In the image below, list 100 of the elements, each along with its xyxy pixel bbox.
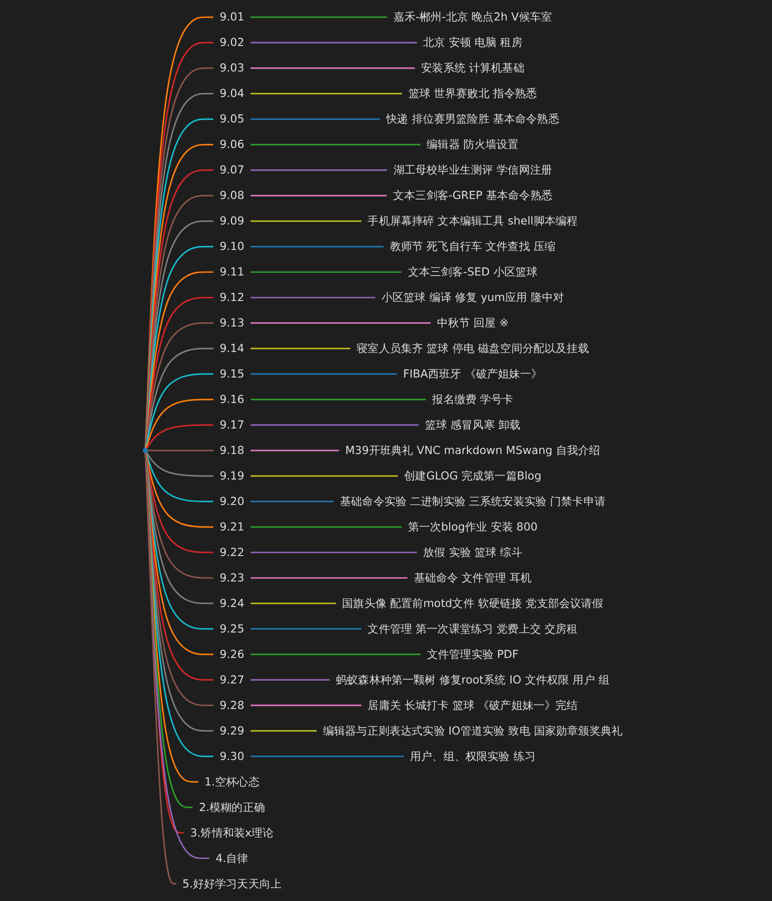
- node-text: 3.矫情和装x理论: [190, 826, 274, 840]
- node-text: 9.03: [219, 61, 244, 75]
- node-text: 用户、组、权限实验 练习: [410, 750, 536, 763]
- node-text: 9.20: [219, 494, 244, 508]
- node-text: 5.好好学习天天向上: [182, 876, 282, 890]
- connector: [250, 704, 362, 706]
- node-text: 9.30: [219, 750, 244, 763]
- node-text: 创建GLOG 完成第一篇Blog: [404, 469, 542, 482]
- node-text: 9.05: [219, 112, 244, 126]
- connector: [250, 16, 388, 18]
- connector: [144, 348, 214, 450]
- connector: [250, 602, 336, 604]
- node-text: 9.09: [219, 214, 244, 228]
- node-text: 9.13: [219, 316, 244, 330]
- node-text: 9.22: [219, 546, 244, 559]
- node-text: 9.10: [219, 240, 244, 254]
- node-text: 篮球 世界赛败北 指令熟悉: [408, 86, 538, 100]
- node-text: 1.空杯心态: [204, 775, 260, 788]
- node-text: 9.16: [219, 392, 244, 406]
- node-text: 9.29: [219, 724, 244, 738]
- connector: [144, 398, 214, 450]
- node-text: 9.06: [219, 138, 244, 152]
- connector: [145, 424, 214, 450]
- node-text: 蚂蚁森林种第一颗树 修复root系统 IO 文件权限 用户 组: [336, 673, 610, 686]
- node-text: 9.26: [219, 648, 244, 661]
- node-text: M39开班典礼 VNC markdown MSwang 自我介绍: [345, 444, 600, 457]
- connector: [144, 373, 214, 450]
- connector: [250, 577, 408, 579]
- node-text: 教师节 死飞自行车 文件查找 压缩: [390, 240, 556, 254]
- node-text: FIBA西班牙 《破产姐妹一》: [402, 367, 542, 380]
- node-text: 放假 实验 篮球 综斗: [422, 546, 522, 559]
- node-text: 9.19: [219, 469, 244, 482]
- connector: [250, 398, 426, 400]
- node-text: 安装系统 计算机基础: [420, 61, 524, 75]
- connector: [144, 452, 176, 885]
- node-text: 第一次blog作业 安装 800: [408, 520, 538, 534]
- node-circle: [142, 448, 148, 454]
- connector: [250, 194, 387, 196]
- node-text: 文件管理实验 PDF: [426, 648, 518, 661]
- node-text: 文件管理 第一次课堂练习 党费上交 交房租: [368, 622, 578, 636]
- node-text: 9.15: [219, 367, 244, 380]
- node-text: 9.01: [219, 10, 244, 24]
- node-text: 快递 排位赛男篮险胜 基本命令熟悉: [386, 112, 560, 126]
- connector: [250, 296, 376, 298]
- node-text: 9.28: [219, 698, 244, 712]
- connector: [144, 452, 214, 579]
- node-text: 手机屏幕摔碎 文本编辑工具 shell脚本编程: [367, 214, 578, 228]
- node-text: 9.18: [219, 444, 244, 457]
- node-text: 9.21: [219, 520, 244, 534]
- node-text: 9.02: [219, 36, 244, 50]
- node-text: 9.11: [219, 265, 244, 279]
- connector: [250, 67, 415, 69]
- connector: [250, 628, 362, 630]
- node-text: 9.14: [219, 342, 244, 355]
- node-text: 嘉禾-郴州-北京 晚点2h V候车室: [393, 10, 552, 24]
- connector: [250, 552, 418, 554]
- connector: [250, 424, 419, 426]
- node-text: 基础命令 文件管理 耳机: [414, 571, 532, 584]
- connector: [144, 322, 214, 450]
- connector: [250, 118, 380, 120]
- connector: [146, 450, 214, 452]
- connector: [144, 452, 198, 783]
- connector: [250, 246, 384, 248]
- node-text: 4.自律: [215, 851, 248, 865]
- connector: [250, 322, 431, 324]
- connector: [250, 373, 398, 375]
- node-text: 9.23: [219, 571, 244, 584]
- connector: [250, 92, 402, 94]
- connector: [250, 271, 402, 273]
- node-text: 居庸关 长城打卡 篮球 《破产姐妹一》完结: [368, 698, 578, 712]
- node-text: 国旗头像 配置前motd文件 软硬链接 党支部会议请假: [342, 596, 604, 610]
- connector: [250, 679, 330, 681]
- connector: [250, 220, 362, 222]
- connector: [250, 500, 334, 502]
- connector: [250, 169, 388, 171]
- node-text: 北京 安顿 电脑 租房: [422, 36, 522, 50]
- connector: [250, 654, 421, 656]
- node-text: 9.08: [219, 188, 244, 202]
- connector: [250, 144, 421, 146]
- node-text: 2.模糊的正确: [198, 800, 265, 814]
- connector: [144, 452, 214, 502]
- connector: [250, 730, 317, 732]
- node-text: 湖工母校毕业生测评 学信网注册: [393, 163, 552, 177]
- node-text: 寝室人员集齐 篮球 停电 磁盘空间分配以及挂载: [356, 342, 589, 355]
- connector: [145, 451, 214, 477]
- node-text: 9.25: [219, 622, 244, 636]
- node-text: 9.24: [219, 596, 244, 610]
- node-text: 编辑器与正则表达式实验 IO管道实验 致电 国家勋章颁奖典礼: [322, 724, 622, 738]
- node-text: 中秋节 回屋 ※: [436, 316, 508, 330]
- connector: [144, 452, 214, 528]
- node-text: 9.17: [219, 418, 244, 432]
- node-text: 报名缴费 学号卡: [432, 392, 514, 406]
- node-text: 文本三剑客-GREP 基本命令熟悉: [392, 188, 552, 202]
- node-text: 9.07: [219, 163, 244, 177]
- node-text: 9.12: [219, 290, 244, 304]
- node-text: 9.27: [219, 673, 244, 686]
- node-text: 编辑器 防火墙设置: [426, 138, 519, 152]
- node-text: 小区篮球 编译 修复 yum应用 隆中对: [381, 290, 564, 304]
- connector: [144, 452, 214, 554]
- connector: [250, 526, 402, 528]
